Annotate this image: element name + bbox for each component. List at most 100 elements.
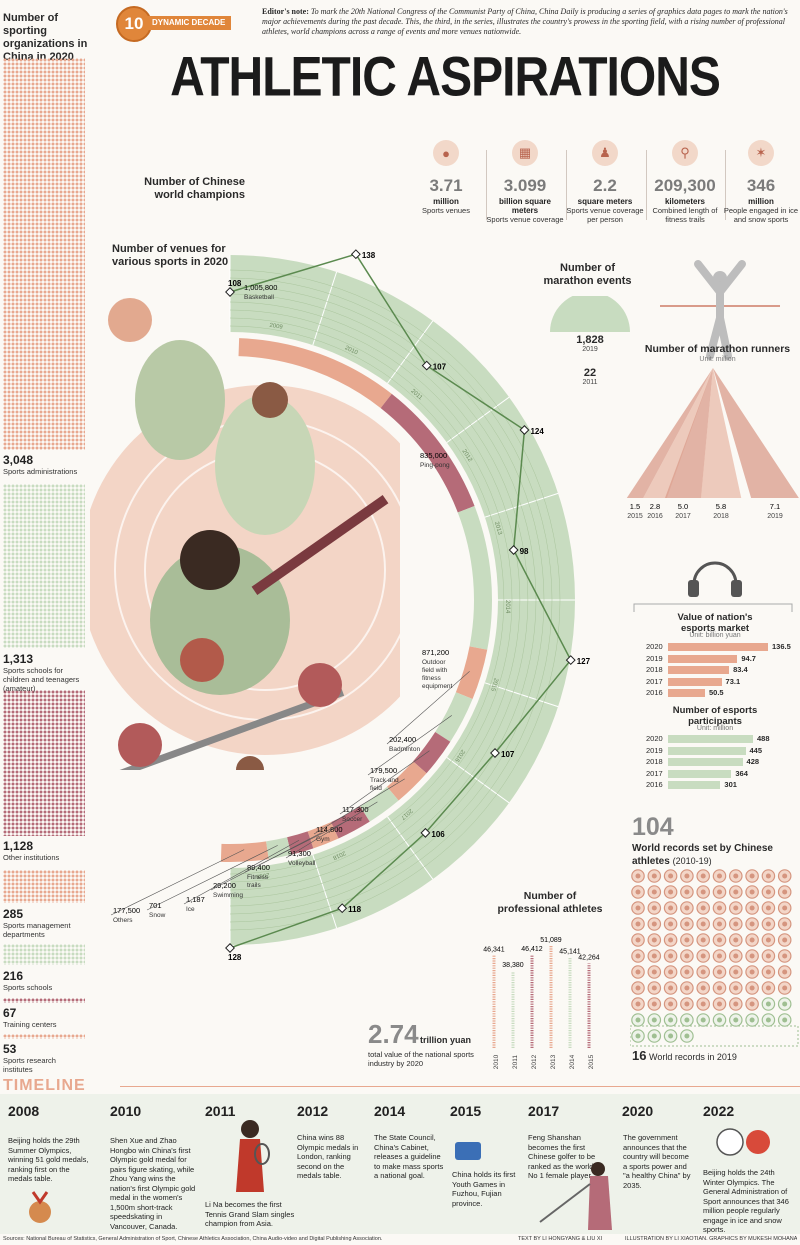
year-divider bbox=[312, 854, 338, 929]
venue-leader bbox=[339, 750, 430, 815]
stat-desc: Combined length of fitness trails bbox=[652, 206, 718, 224]
stat-value: 346 bbox=[746, 176, 776, 195]
medal-core bbox=[684, 985, 690, 991]
champions-point bbox=[337, 903, 348, 914]
venue-label: fitness bbox=[422, 675, 442, 682]
bar-value: 83.4 bbox=[733, 665, 748, 674]
editor-label: Editor's note: bbox=[262, 7, 309, 16]
runner-value: 5.8 bbox=[716, 502, 726, 511]
medal-core bbox=[635, 889, 641, 895]
medal-core bbox=[717, 873, 722, 879]
editor-text: To mark the 20th National Congress of th… bbox=[262, 7, 788, 36]
timeline-text-2015: China holds its first Youth Games in Fuz… bbox=[452, 1170, 516, 1208]
venue-segment bbox=[331, 806, 370, 839]
medal-core bbox=[782, 1017, 788, 1023]
esports-market-title: Value of nation's esports market bbox=[677, 612, 753, 634]
champions-point bbox=[490, 748, 500, 758]
bar-value: 136.5 bbox=[772, 642, 791, 651]
athletes-value: 46,412 bbox=[521, 946, 543, 953]
venue-value: 202,400 bbox=[389, 735, 416, 744]
stat-value: 209,300 bbox=[654, 176, 716, 195]
timeline-text-2014: The State Council, China's Cabinet, rele… bbox=[374, 1133, 444, 1180]
athletes-value: 42,264 bbox=[578, 954, 600, 961]
medal-core bbox=[765, 905, 771, 911]
runner-value: 5.0 bbox=[678, 502, 688, 511]
barbell bbox=[116, 689, 345, 770]
bar bbox=[668, 769, 732, 778]
medal-core bbox=[765, 985, 771, 991]
runner-year: 2015 bbox=[627, 513, 643, 520]
marathon-2011-value: 22 bbox=[583, 367, 597, 379]
champions-gridline bbox=[229, 293, 537, 907]
medal-core bbox=[684, 1001, 690, 1007]
medal-core bbox=[765, 921, 771, 927]
bar-year: 2017 bbox=[646, 676, 663, 686]
timeline-text-2011: Li Na becomes the first Tennis Grand Sla… bbox=[205, 1200, 295, 1228]
venue-label: Volleyball bbox=[288, 860, 316, 867]
medal-core bbox=[668, 921, 674, 927]
champions-gridline bbox=[229, 277, 553, 923]
medal-2019-box bbox=[630, 1025, 799, 1047]
medal-core bbox=[782, 969, 788, 975]
medal-core bbox=[684, 937, 690, 943]
medal-icon bbox=[29, 1201, 51, 1223]
champions-point bbox=[225, 287, 235, 297]
bar bbox=[668, 781, 721, 789]
medal-core bbox=[733, 985, 739, 991]
venue-segment bbox=[220, 841, 269, 862]
medal-core bbox=[635, 905, 641, 911]
champions-point bbox=[508, 545, 519, 555]
medal-core bbox=[700, 969, 706, 975]
medal-core bbox=[717, 985, 722, 991]
medal-core bbox=[700, 985, 706, 991]
venue-leader bbox=[146, 845, 278, 911]
year-divider bbox=[484, 682, 559, 708]
divider bbox=[725, 150, 726, 220]
medal-core bbox=[651, 873, 657, 879]
venue-value: 91,300 bbox=[288, 849, 311, 858]
medal-core bbox=[700, 1017, 706, 1023]
medal-core bbox=[782, 953, 788, 959]
medal-core bbox=[749, 969, 755, 975]
runner-body bbox=[694, 260, 746, 360]
venues-title: Number of venues for various sports in 2… bbox=[112, 243, 229, 268]
bar-year: 2016 bbox=[646, 688, 663, 697]
runner-wedge bbox=[665, 368, 713, 498]
medal-core bbox=[700, 905, 706, 911]
venue-icon: ▦ bbox=[512, 140, 538, 166]
athletes-year: 2011 bbox=[512, 1055, 519, 1069]
badminton-player-head bbox=[252, 382, 288, 418]
venue-value: 871,200 bbox=[422, 648, 449, 657]
medal-core bbox=[749, 1001, 755, 1007]
medal-core bbox=[749, 905, 755, 911]
medal-core bbox=[635, 969, 641, 975]
medal-core bbox=[733, 921, 739, 927]
runner-year: 2016 bbox=[647, 513, 663, 520]
golf-club-icon bbox=[539, 1183, 591, 1223]
medal-core bbox=[782, 921, 788, 927]
stat-desc: Sports venue coverage bbox=[486, 215, 564, 224]
medal-core bbox=[668, 1033, 674, 1039]
champions-label: 128 bbox=[228, 953, 242, 962]
world-records-period: (2010-19) bbox=[672, 856, 712, 866]
industry-desc: total value of the national sports indus… bbox=[368, 1050, 474, 1068]
venue-value: 177,500 bbox=[113, 906, 140, 915]
medal-core bbox=[733, 953, 739, 959]
medal-core bbox=[733, 1001, 739, 1007]
athletes-year: 2012 bbox=[531, 1054, 538, 1069]
medal-core bbox=[782, 1001, 788, 1007]
stat-unit: square meters bbox=[577, 197, 633, 206]
athletes-value: 38,380 bbox=[502, 962, 524, 969]
medal-core bbox=[635, 1001, 641, 1007]
medal-core bbox=[717, 1001, 722, 1007]
champions-gridline bbox=[229, 285, 545, 915]
timeline-text-2012: China wins 88 Olympic medals in London, … bbox=[297, 1133, 359, 1180]
timeline-year-2022: 2022 bbox=[703, 1103, 735, 1119]
marathon-events-chart bbox=[550, 296, 630, 332]
timeline-title: TIMELINE bbox=[3, 1077, 86, 1094]
esports-bracket bbox=[633, 603, 793, 612]
venue-value: 835,000 bbox=[420, 451, 447, 460]
medal-core bbox=[700, 1001, 706, 1007]
bar-year: 2019 bbox=[646, 653, 663, 663]
venue-label: Gym bbox=[316, 836, 330, 843]
